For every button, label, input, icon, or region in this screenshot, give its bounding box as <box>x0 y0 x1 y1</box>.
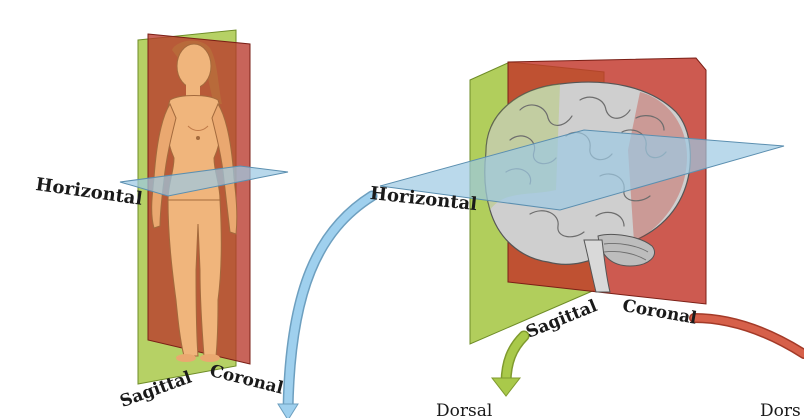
dorsal-label-1: Dorsal <box>436 401 493 418</box>
body-horizontal-plane <box>119 165 289 197</box>
brain-diagram <box>379 57 785 345</box>
arrows <box>277 190 804 418</box>
dorsal-label-2: Dors <box>760 401 801 418</box>
coronal-arrow <box>689 313 804 359</box>
brain-horizontal-plane <box>379 129 785 211</box>
body-diagram <box>119 29 289 385</box>
